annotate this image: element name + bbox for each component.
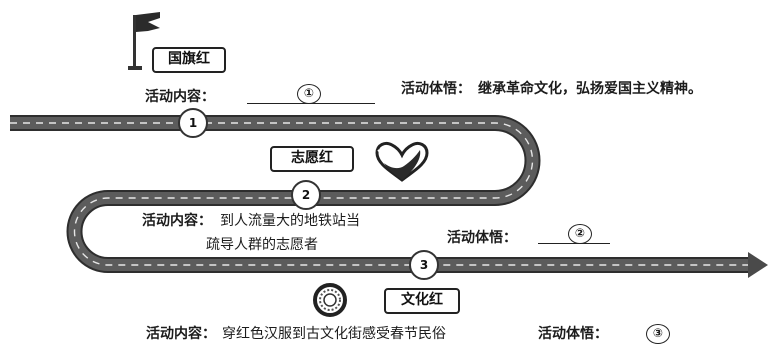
stage-3-insight-blank-number: ③ (646, 324, 670, 344)
stage-1-content-label: 活动内容： (145, 89, 215, 105)
stage-3-insight-label: 活动体悟： (538, 326, 608, 342)
stage-2-insight-blank-number: ② (568, 224, 592, 244)
stage-2-marker: 2 (291, 180, 321, 210)
flag-icon (128, 12, 160, 70)
stage-1-insight-label: 活动体悟： (401, 81, 471, 97)
stage-1-marker: 1 (178, 108, 208, 138)
cultural-knot-icon (313, 283, 347, 317)
stage-1-title: 国旗红 (152, 47, 226, 73)
stage-3-content-text: 穿红色汉服到古文化街感受春节民俗 (222, 326, 446, 342)
stage-3-marker: 3 (409, 250, 439, 280)
stage-2-title: 志愿红 (270, 146, 354, 172)
stage-2-insight-blank-line (538, 243, 610, 244)
road-center-dashes (10, 122, 755, 266)
stage-1-insight-text: 继承革命文化，弘扬爱国主义精神。 (478, 81, 702, 97)
stage-2-content-label: 活动内容： (142, 213, 212, 229)
road-arrow-head (748, 252, 768, 278)
stage-2-content-text-line2: 疏导人群的志愿者 (206, 237, 318, 253)
stage-1-content-blank-number: ① (297, 84, 321, 104)
stage-3-title: 文化红 (384, 288, 460, 314)
stage-3-content-label: 活动内容： (146, 326, 216, 342)
stage-2-content-text-line1: 到人流量大的地铁站当 (220, 213, 360, 229)
stage-2-insight-label: 活动体悟： (447, 230, 517, 246)
heart-hand-icon (375, 141, 429, 182)
